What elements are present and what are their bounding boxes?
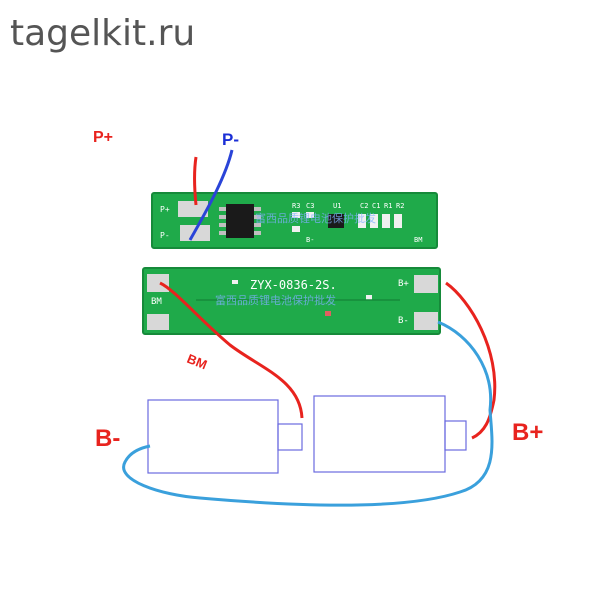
lower-pcb: BM B+ B- ZYX-0836-2S. 富西品质锂电池保护批发: [142, 267, 441, 335]
label-p-plus: P+: [93, 129, 113, 146]
lower-watermark: 富西品质锂电池保护批发: [215, 293, 336, 307]
lower-pad-b-plus: [414, 275, 438, 293]
wire-b-plus: [445, 281, 497, 440]
label-c3: C3: [306, 202, 314, 210]
lower-pad-top-left: [147, 274, 169, 292]
label-p-minus: P-: [222, 130, 239, 149]
upper-pcb: P+ P- R3 C3 U1 C2 C1 R1 R2 B- BM 富西品质锂电池…: [151, 192, 438, 249]
site-name: tagelkit.ru: [10, 13, 195, 54]
lower-label-bm: BM: [151, 297, 162, 307]
upper-pad-label-p-plus: P+: [160, 205, 170, 214]
cell-left: [147, 399, 303, 474]
label-bm: BM: [185, 351, 209, 372]
lower-pcb-board: [142, 267, 441, 335]
wire-p-minus: [188, 149, 234, 241]
lower-model: ZYX-0836-2S.: [250, 278, 337, 292]
lower-pad-bottom-left: [147, 314, 169, 330]
wire-b-minus: [122, 320, 494, 507]
transistor-u1: [328, 214, 344, 228]
label-b-minus: B-: [95, 425, 120, 452]
label-r3: R3: [292, 202, 300, 210]
ic-chip: [219, 204, 261, 238]
label-c1: C1: [372, 202, 380, 210]
label-b-plus: B+: [512, 419, 543, 446]
upper-watermark: 富西品质锂电池保护批发: [255, 211, 376, 225]
wire-bm: [159, 281, 304, 419]
label-u1: U1: [333, 202, 341, 210]
upper-pad-label-p-minus: P-: [160, 231, 170, 240]
upper-pad-p-plus: [178, 201, 208, 217]
lower-label-b-minus: B-: [398, 316, 409, 326]
upper-label-bm: BM: [414, 236, 422, 244]
wire-p-plus: [193, 156, 198, 206]
label-r2: R2: [396, 202, 404, 210]
cell-right: [313, 395, 467, 473]
label-r1: R1: [384, 202, 392, 210]
lower-pad-b-minus: [414, 312, 438, 330]
label-c2: C2: [360, 202, 368, 210]
upper-label-b-minus: B-: [306, 236, 314, 244]
lower-label-b-plus: B+: [398, 279, 409, 289]
